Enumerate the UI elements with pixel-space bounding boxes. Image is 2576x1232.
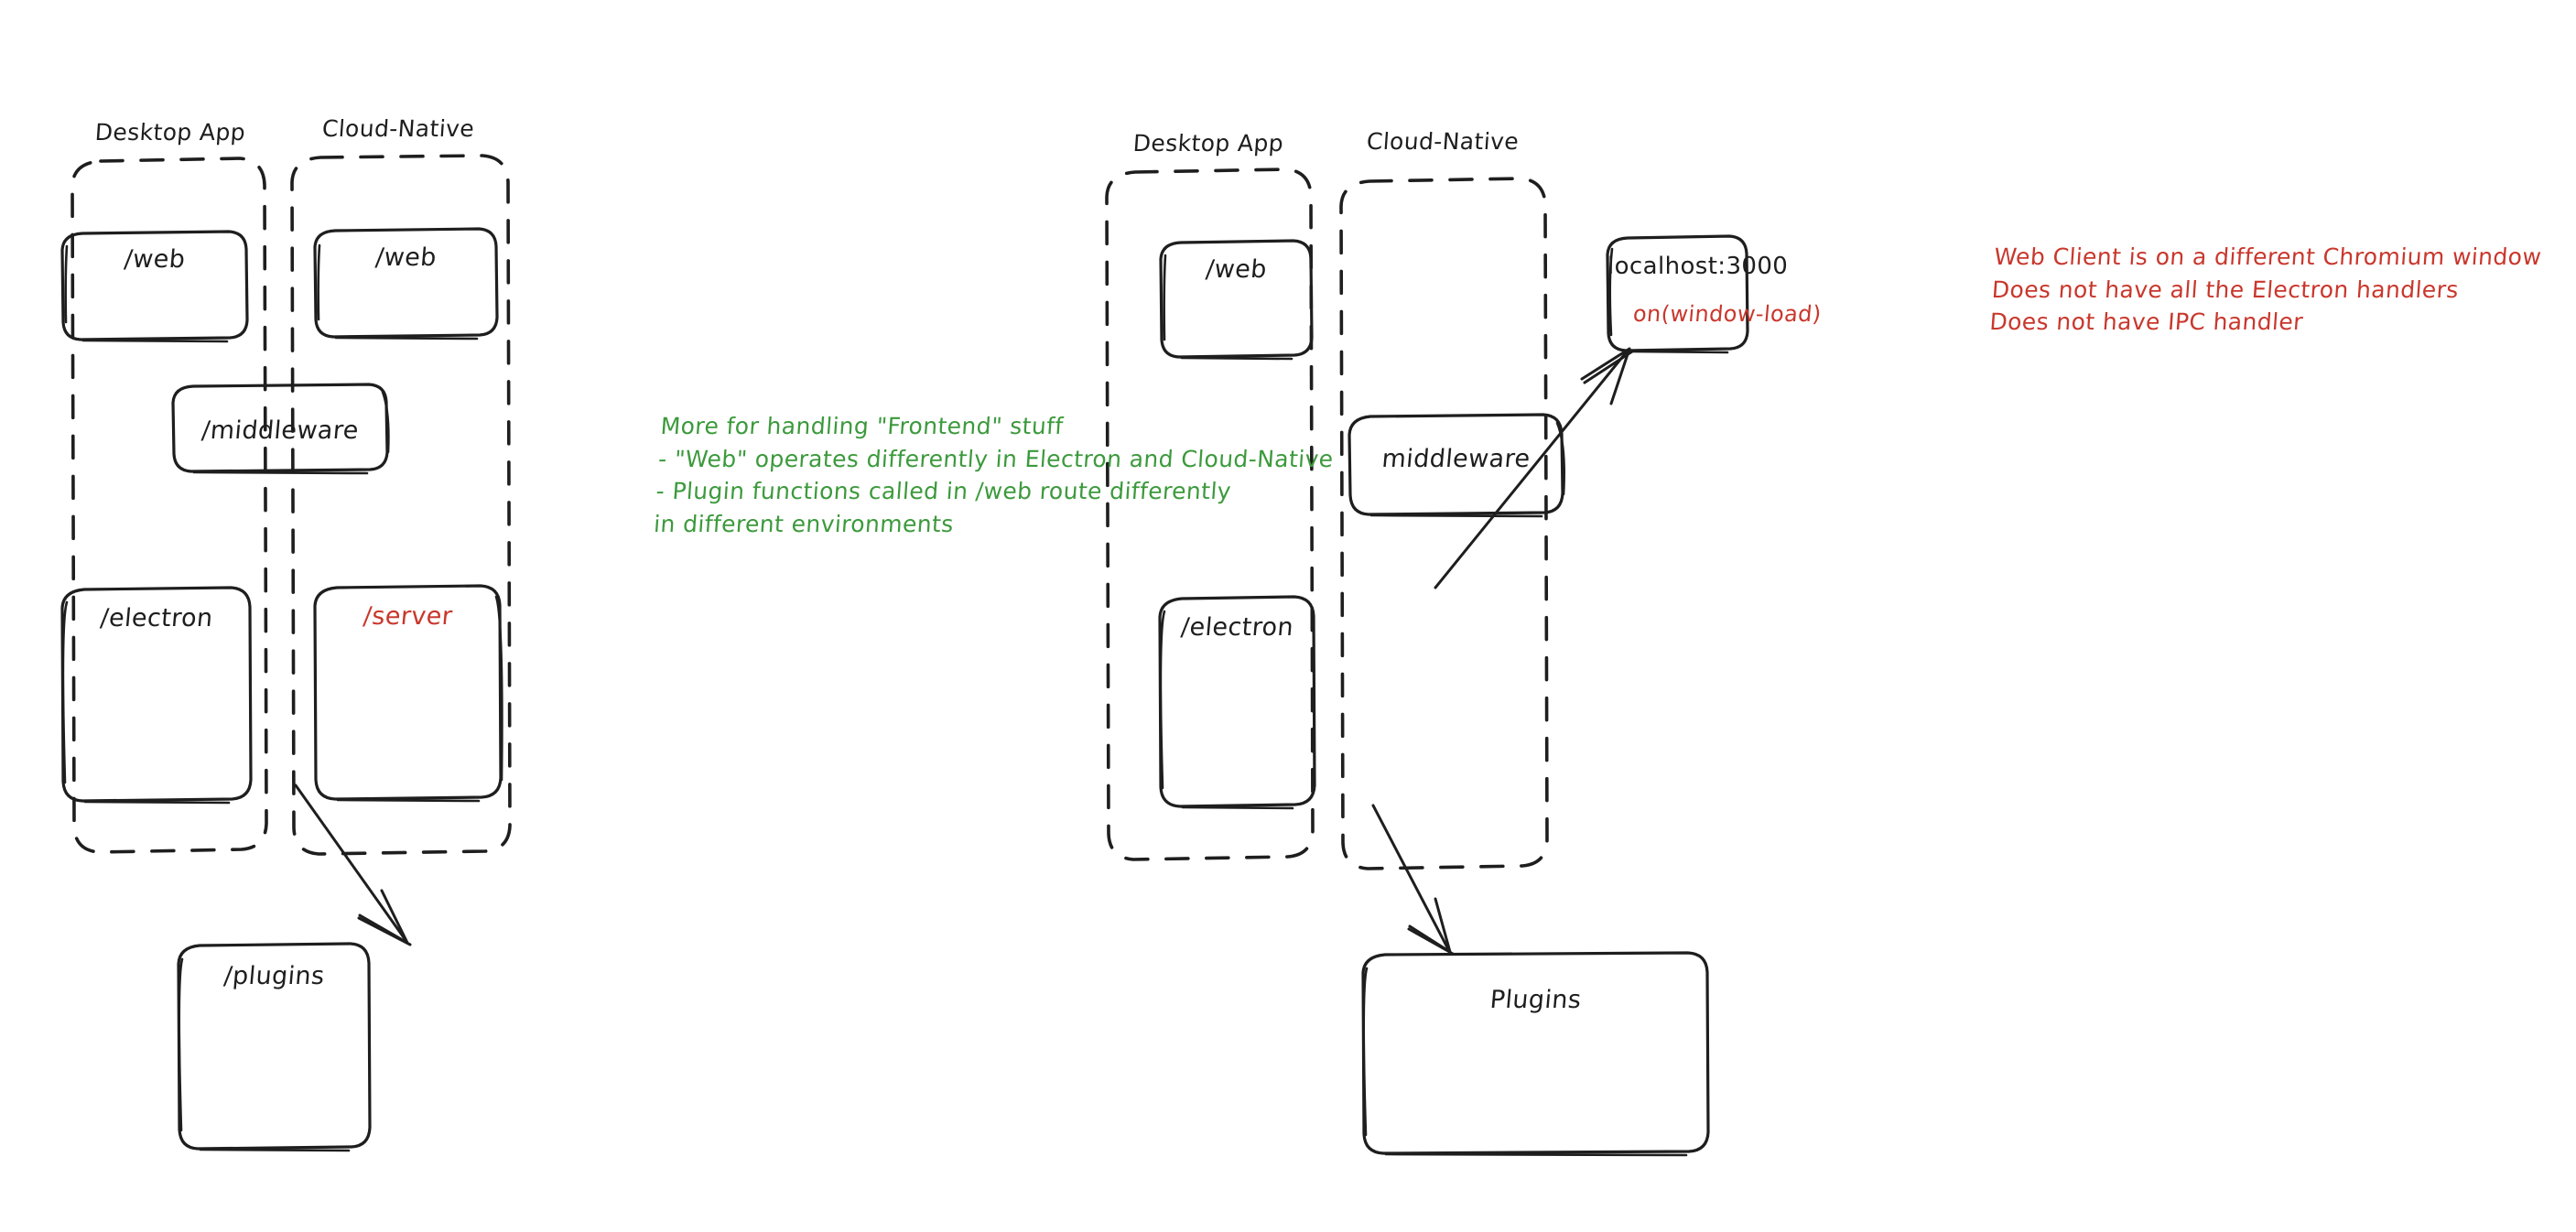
node-label-left-plugins: /plugins: [222, 962, 326, 990]
annotation-green-note: More for handling "Frontend" stuff - "We…: [653, 413, 1335, 537]
annotation-red-note: Web Client is on a different Chromium wi…: [1988, 243, 2543, 335]
node-label-left-cloud-web: /web: [373, 243, 438, 272]
node-label-left-middleware: /middleware: [200, 416, 361, 445]
frame-title-left-cloud-native: Cloud-Native: [320, 115, 476, 142]
frame-title-left-desktop-app: Desktop App: [93, 119, 247, 146]
node-label-left-server: /server: [362, 602, 454, 631]
arrow-left-electron-to-plugins: [294, 784, 412, 946]
node-label-right-plugins: Plugins: [1488, 986, 1583, 1014]
frame-title-right-desktop-app: Desktop App: [1131, 130, 1285, 157]
node-label-right-web: /web: [1204, 255, 1269, 284]
node-label-left-web: /web: [123, 245, 187, 274]
frame-title-right-cloud-native: Cloud-Native: [1365, 128, 1521, 155]
node-label-right-electron: /electron: [1179, 613, 1295, 642]
node-label-left-electron: /electron: [99, 604, 214, 632]
arrow-right-electron-to-plugins: [1371, 804, 1455, 956]
node-label-right-localhost: localhost:3000: [1607, 253, 1789, 280]
node-sublabel-right-localhost-onwindowload: on(window-load): [1631, 301, 1823, 327]
